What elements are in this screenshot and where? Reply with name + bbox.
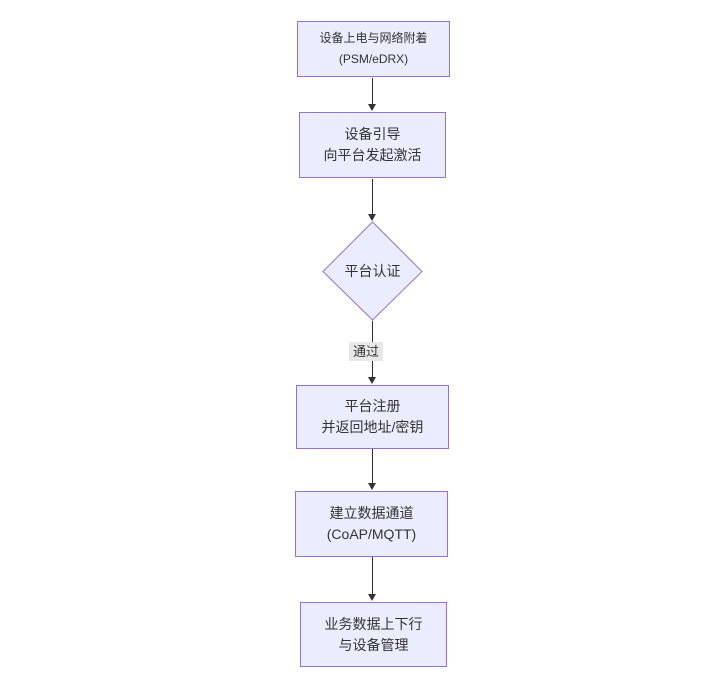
edge-line (371, 557, 373, 594)
node-platform-register: 平台注册 并返回地址/密钥 (296, 385, 449, 449)
decision-platform-auth: 平台认证 (322, 221, 423, 321)
edge-line (371, 78, 373, 104)
node-text-line: 建立数据通道 (329, 505, 414, 521)
node-power-network-attach: 设备上电与网络附着 (PSM/eDRX) (297, 21, 450, 77)
arrowhead-icon (368, 483, 376, 490)
node-data-channel: 建立数据通道 (CoAP/MQTT) (295, 491, 448, 557)
node-text-line: 业务数据上下行 (324, 615, 423, 632)
node-bootstrap-activate: 设备引导 向平台发起激活 (299, 112, 446, 178)
node-text-line: 平台注册 (344, 398, 401, 414)
arrowhead-icon (368, 104, 376, 111)
edge-label-pass: 通过 (348, 342, 384, 361)
node-text-line: (CoAP/MQTT) (326, 526, 417, 542)
arrowhead-icon (368, 214, 376, 221)
node-business-data-mgmt: 业务数据上下行 与设备管理 (300, 602, 447, 667)
edge-line (371, 179, 373, 214)
diamond-shape (322, 221, 423, 321)
node-text-line: 设备上电与网络附着 (319, 31, 428, 45)
node-text-line: (PSM/eDRX) (338, 52, 409, 66)
node-text-line: 平台认证 (344, 263, 401, 279)
arrowhead-icon (368, 377, 376, 384)
node-text-line: 设备引导 (344, 126, 401, 142)
node-text-line: 与设备管理 (338, 636, 409, 653)
node-text-line: 向平台发起激活 (323, 147, 422, 163)
arrowhead-icon (368, 594, 376, 601)
node-text-line: 并返回地址/密钥 (321, 419, 424, 435)
edge-line (371, 449, 373, 483)
